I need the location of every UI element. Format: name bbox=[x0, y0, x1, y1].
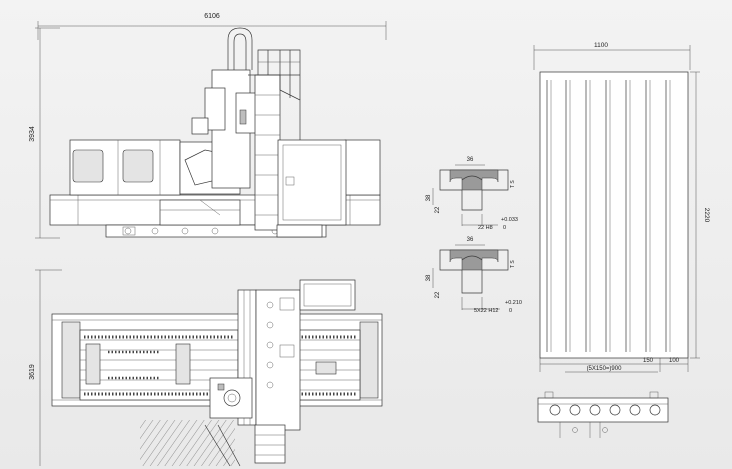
slot1-tol-upper: +0.033 bbox=[501, 217, 518, 223]
table-width-dimension: 1100 bbox=[594, 42, 608, 49]
slot1-fit: 22 H8 bbox=[478, 225, 493, 231]
slot1-depth: 38 bbox=[426, 194, 432, 201]
table-plan: 1100 2220 150 100 (5X150=)900 bbox=[533, 42, 710, 438]
t-slot-detail-1: 36 38 22 22 H8 +0.033 0 T S bbox=[426, 157, 518, 231]
slot1-top-width: 36 bbox=[467, 157, 474, 163]
table-length-dimension: 2220 bbox=[703, 208, 710, 223]
top-view: 3619 bbox=[29, 269, 383, 467]
slot2-tol-upper: +0.210 bbox=[505, 300, 522, 306]
slot2-depth: 38 bbox=[426, 274, 432, 281]
slot1-neck: 22 bbox=[435, 206, 441, 213]
t-slot-detail-2: 36 38 22 5X22 H12 +0.210 0 T S bbox=[426, 237, 522, 314]
table-edge-dimension: 150 bbox=[643, 358, 654, 364]
slot2-neck: 22 bbox=[435, 291, 441, 298]
slot1-mark: T S bbox=[510, 180, 516, 188]
slot2-top-width: 36 bbox=[467, 237, 474, 243]
top-depth-dimension: 3619 bbox=[29, 364, 36, 380]
front-view: 6106 3934 bbox=[29, 13, 387, 239]
t-slot-lines bbox=[546, 80, 671, 352]
front-width-dimension: 6106 bbox=[204, 13, 220, 20]
slot2-mark: T S bbox=[510, 260, 516, 268]
slot2-tol-lower: 0 bbox=[509, 308, 512, 314]
table-pitch-dimension: (5X150=)900 bbox=[587, 366, 623, 372]
front-height-dimension: 3934 bbox=[29, 126, 36, 142]
slot2-fit: 5X22 H12 bbox=[474, 308, 498, 314]
slot1-tol-lower: 0 bbox=[503, 225, 506, 231]
table-end-dimension: 100 bbox=[669, 358, 680, 364]
